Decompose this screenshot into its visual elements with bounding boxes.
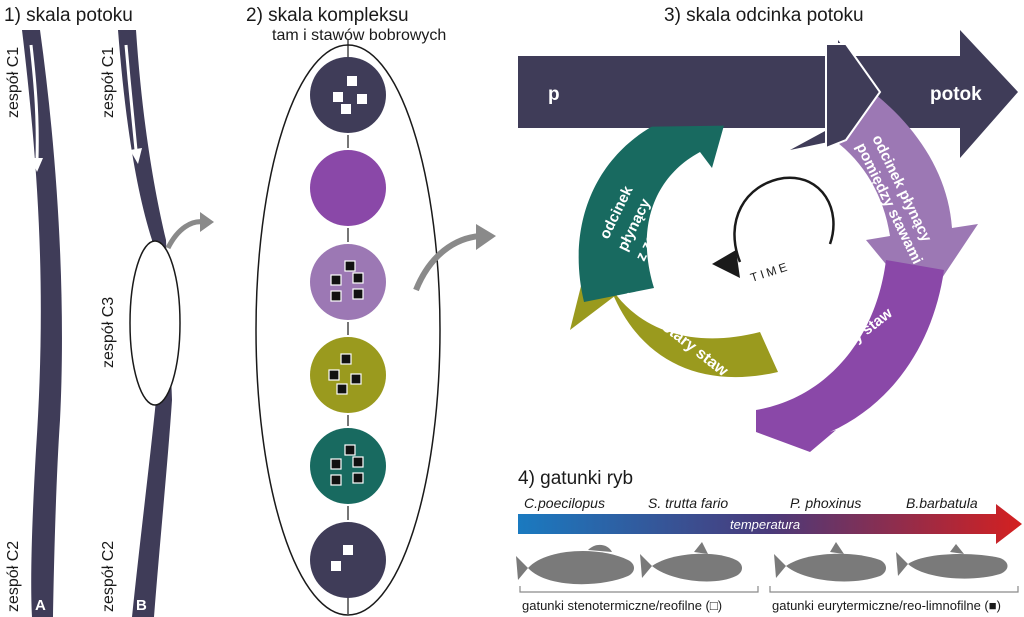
group-left-label: gatunki stenotermiczne/reofilne (□) bbox=[522, 598, 722, 613]
stream-b-flow-arrowhead bbox=[130, 148, 142, 164]
time-cycle-arrowhead bbox=[712, 250, 740, 278]
species-square-1-4 bbox=[341, 104, 351, 114]
segment-small-pond bbox=[756, 260, 944, 452]
stream-b bbox=[118, 30, 172, 617]
species-square-3-2 bbox=[330, 274, 342, 286]
time-label: TIME bbox=[749, 259, 792, 285]
stream-b-top-label: zespół C1 bbox=[100, 47, 117, 118]
pond-circle-6 bbox=[310, 522, 386, 598]
zoom-arrow-2 bbox=[413, 233, 481, 292]
species-3: P. phoxinus bbox=[790, 495, 861, 511]
zoom-arrow-1 bbox=[165, 219, 205, 250]
pond-circle-4 bbox=[310, 337, 386, 413]
temperature-gradient-arrow bbox=[518, 504, 1022, 544]
stream-b-letter: B bbox=[136, 597, 147, 614]
species-square-1-2 bbox=[333, 92, 343, 102]
temperature-label: temperatura bbox=[730, 517, 800, 532]
section-2-title-line1: 2) skala kompleksu bbox=[246, 5, 409, 26]
pond-circle-2 bbox=[310, 150, 386, 226]
stream-a bbox=[22, 30, 62, 617]
species-square-5-3 bbox=[352, 456, 364, 468]
species-square-3-1 bbox=[344, 260, 356, 272]
species-square-5-5 bbox=[352, 472, 364, 484]
species-square-3-4 bbox=[330, 290, 342, 302]
group-left-bracket bbox=[519, 586, 759, 593]
species-square-6-2 bbox=[331, 561, 341, 571]
section-4-fish-species: 4) gatunki ryb C.poecilopus S. trutta fa… bbox=[516, 468, 1022, 613]
section-3-segment-scale: 3) skala odcinka potoku potok potok odci… bbox=[518, 5, 1018, 452]
stream-arrow-overlap bbox=[560, 40, 878, 150]
fish-2-icon bbox=[640, 542, 742, 582]
time-cycle-arrow bbox=[733, 176, 835, 263]
species-square-1-3 bbox=[357, 94, 367, 104]
segment-between-ponds bbox=[834, 84, 978, 308]
stream-a-bottom-label: zespół C2 bbox=[5, 541, 22, 612]
stream-b-bottom-label: zespół C2 bbox=[100, 541, 117, 612]
section-2-complex-scale: 2) skala kompleksu tam i stawów bobrowyc… bbox=[246, 5, 496, 616]
species-4: B.barbatula bbox=[906, 495, 978, 511]
species-square-1-1 bbox=[347, 76, 357, 86]
zoom-arrow-1-head bbox=[200, 212, 214, 232]
section-1-title: 1) skala potoku bbox=[4, 5, 133, 26]
pond-circle-5 bbox=[310, 428, 386, 504]
stream-a-letter: A bbox=[35, 597, 46, 614]
stream-b-flow-arrow bbox=[124, 44, 138, 151]
segment-above-pond bbox=[578, 104, 730, 302]
stream-label-right: potok bbox=[930, 84, 982, 105]
segment-large-pond-label: duży / stary staw bbox=[620, 288, 732, 381]
species-1: C.poecilopus bbox=[524, 495, 605, 511]
pond-complex-ellipse bbox=[129, 240, 181, 406]
stream-a-flow-arrowhead bbox=[31, 158, 43, 172]
species-square-3-3 bbox=[352, 272, 364, 284]
species-square-4-3 bbox=[328, 369, 340, 381]
stream-arrow-head-light bbox=[825, 43, 882, 150]
species-square-4-4 bbox=[336, 383, 348, 395]
species-square-4-1 bbox=[340, 353, 352, 365]
species-square-4-2 bbox=[350, 373, 362, 385]
fish-1-icon bbox=[516, 544, 634, 585]
stream-a-flow-arrow bbox=[29, 44, 39, 161]
species-2: S. trutta fario bbox=[648, 495, 728, 511]
section-2-title-line2: tam i stawów bobrowych bbox=[272, 27, 446, 44]
species-square-5-4 bbox=[330, 474, 342, 486]
fish-3-icon bbox=[774, 542, 886, 582]
species-square-5-2 bbox=[330, 458, 342, 470]
group-right-label: gatunki eurytermiczne/reo-limnofilne (■) bbox=[772, 598, 1001, 613]
section-4-title: 4) gatunki ryb bbox=[518, 468, 633, 489]
zoom-arrow-2-head bbox=[476, 224, 496, 250]
pond-circle-3 bbox=[310, 244, 386, 320]
pond-circles bbox=[310, 40, 386, 614]
group-right-bracket bbox=[769, 586, 1019, 593]
stream-a-top-label: zespół C1 bbox=[5, 47, 22, 118]
stream-b-mid-label: zespół C3 bbox=[100, 297, 117, 368]
fish-4-icon bbox=[896, 544, 1008, 579]
section-3-title: 3) skala odcinka potoku bbox=[664, 5, 864, 26]
species-square-5-1 bbox=[344, 444, 356, 456]
species-square-3-5 bbox=[352, 288, 364, 300]
species-square-6-1 bbox=[343, 545, 353, 555]
section-1-stream-scale: 1) skala potoku zespół C1 zespół C2 A ze… bbox=[4, 5, 214, 617]
segment-large-pond bbox=[570, 258, 778, 378]
pond-circle-1 bbox=[310, 57, 386, 133]
